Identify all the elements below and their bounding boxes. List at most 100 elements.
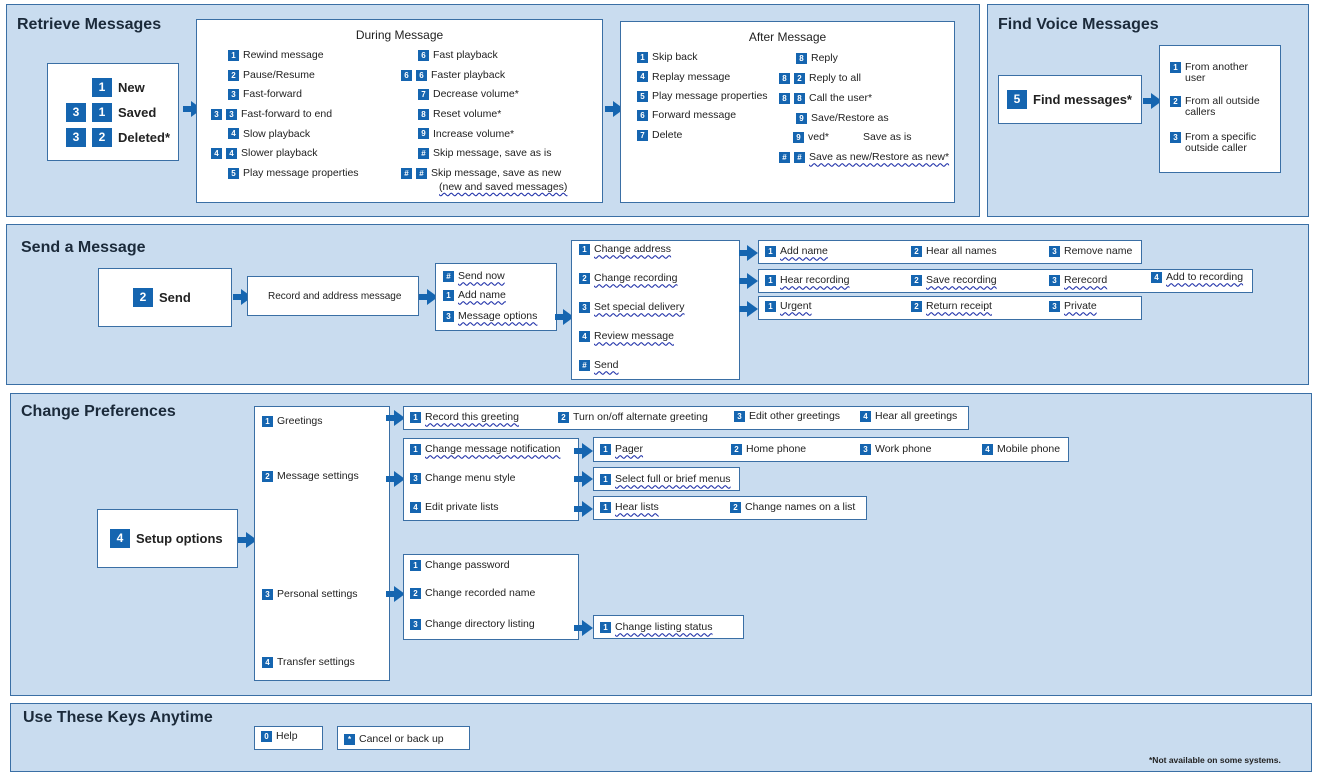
retrieve-new-label: New xyxy=(118,80,145,95)
cancel-key-0[interactable]: *Cancel or back up xyxy=(344,734,444,745)
key-badge: 4 xyxy=(982,444,993,455)
menu-item-label: Private xyxy=(1064,300,1097,313)
key-badge: 2 xyxy=(579,273,590,284)
menu-item-label: Change listing status xyxy=(615,621,713,634)
after-right-4[interactable]: Save as is xyxy=(829,132,911,143)
during-right-6[interactable]: ##Skip message, save as new xyxy=(401,167,561,179)
key-badge: 1 xyxy=(410,444,421,455)
record-address-box[interactable]: Record and address message xyxy=(247,276,419,316)
during-right-5[interactable]: #Skip message, save as is xyxy=(401,148,551,159)
key-badge: 1 xyxy=(262,416,273,427)
menu-item-label: Save as new/Restore as new* xyxy=(809,151,950,164)
key-badge: * xyxy=(344,734,355,745)
menu-item-label: Skip message, save as is xyxy=(433,147,552,160)
key-badge: 0 xyxy=(261,731,272,742)
cancel-key-box[interactable]: *Cancel or back up xyxy=(337,726,470,750)
send-step-0[interactable]: #Send now xyxy=(443,271,505,282)
menu-item-label: Review message xyxy=(594,330,674,343)
after-right-5[interactable]: ##Save as new/Restore as new* xyxy=(779,152,949,163)
key-badge: 9 xyxy=(418,128,429,140)
menu-item-label: Record this greeting xyxy=(425,411,519,424)
send-option-4[interactable]: #Send xyxy=(579,360,619,371)
menu-item-label: Play message properties xyxy=(652,90,768,103)
key-badge: 1 xyxy=(92,103,112,122)
key-badge: # xyxy=(779,152,790,163)
menu-item-label: Reply to all xyxy=(809,72,861,85)
key-badge: 2 xyxy=(1170,96,1181,107)
arrow-icon xyxy=(386,471,405,487)
